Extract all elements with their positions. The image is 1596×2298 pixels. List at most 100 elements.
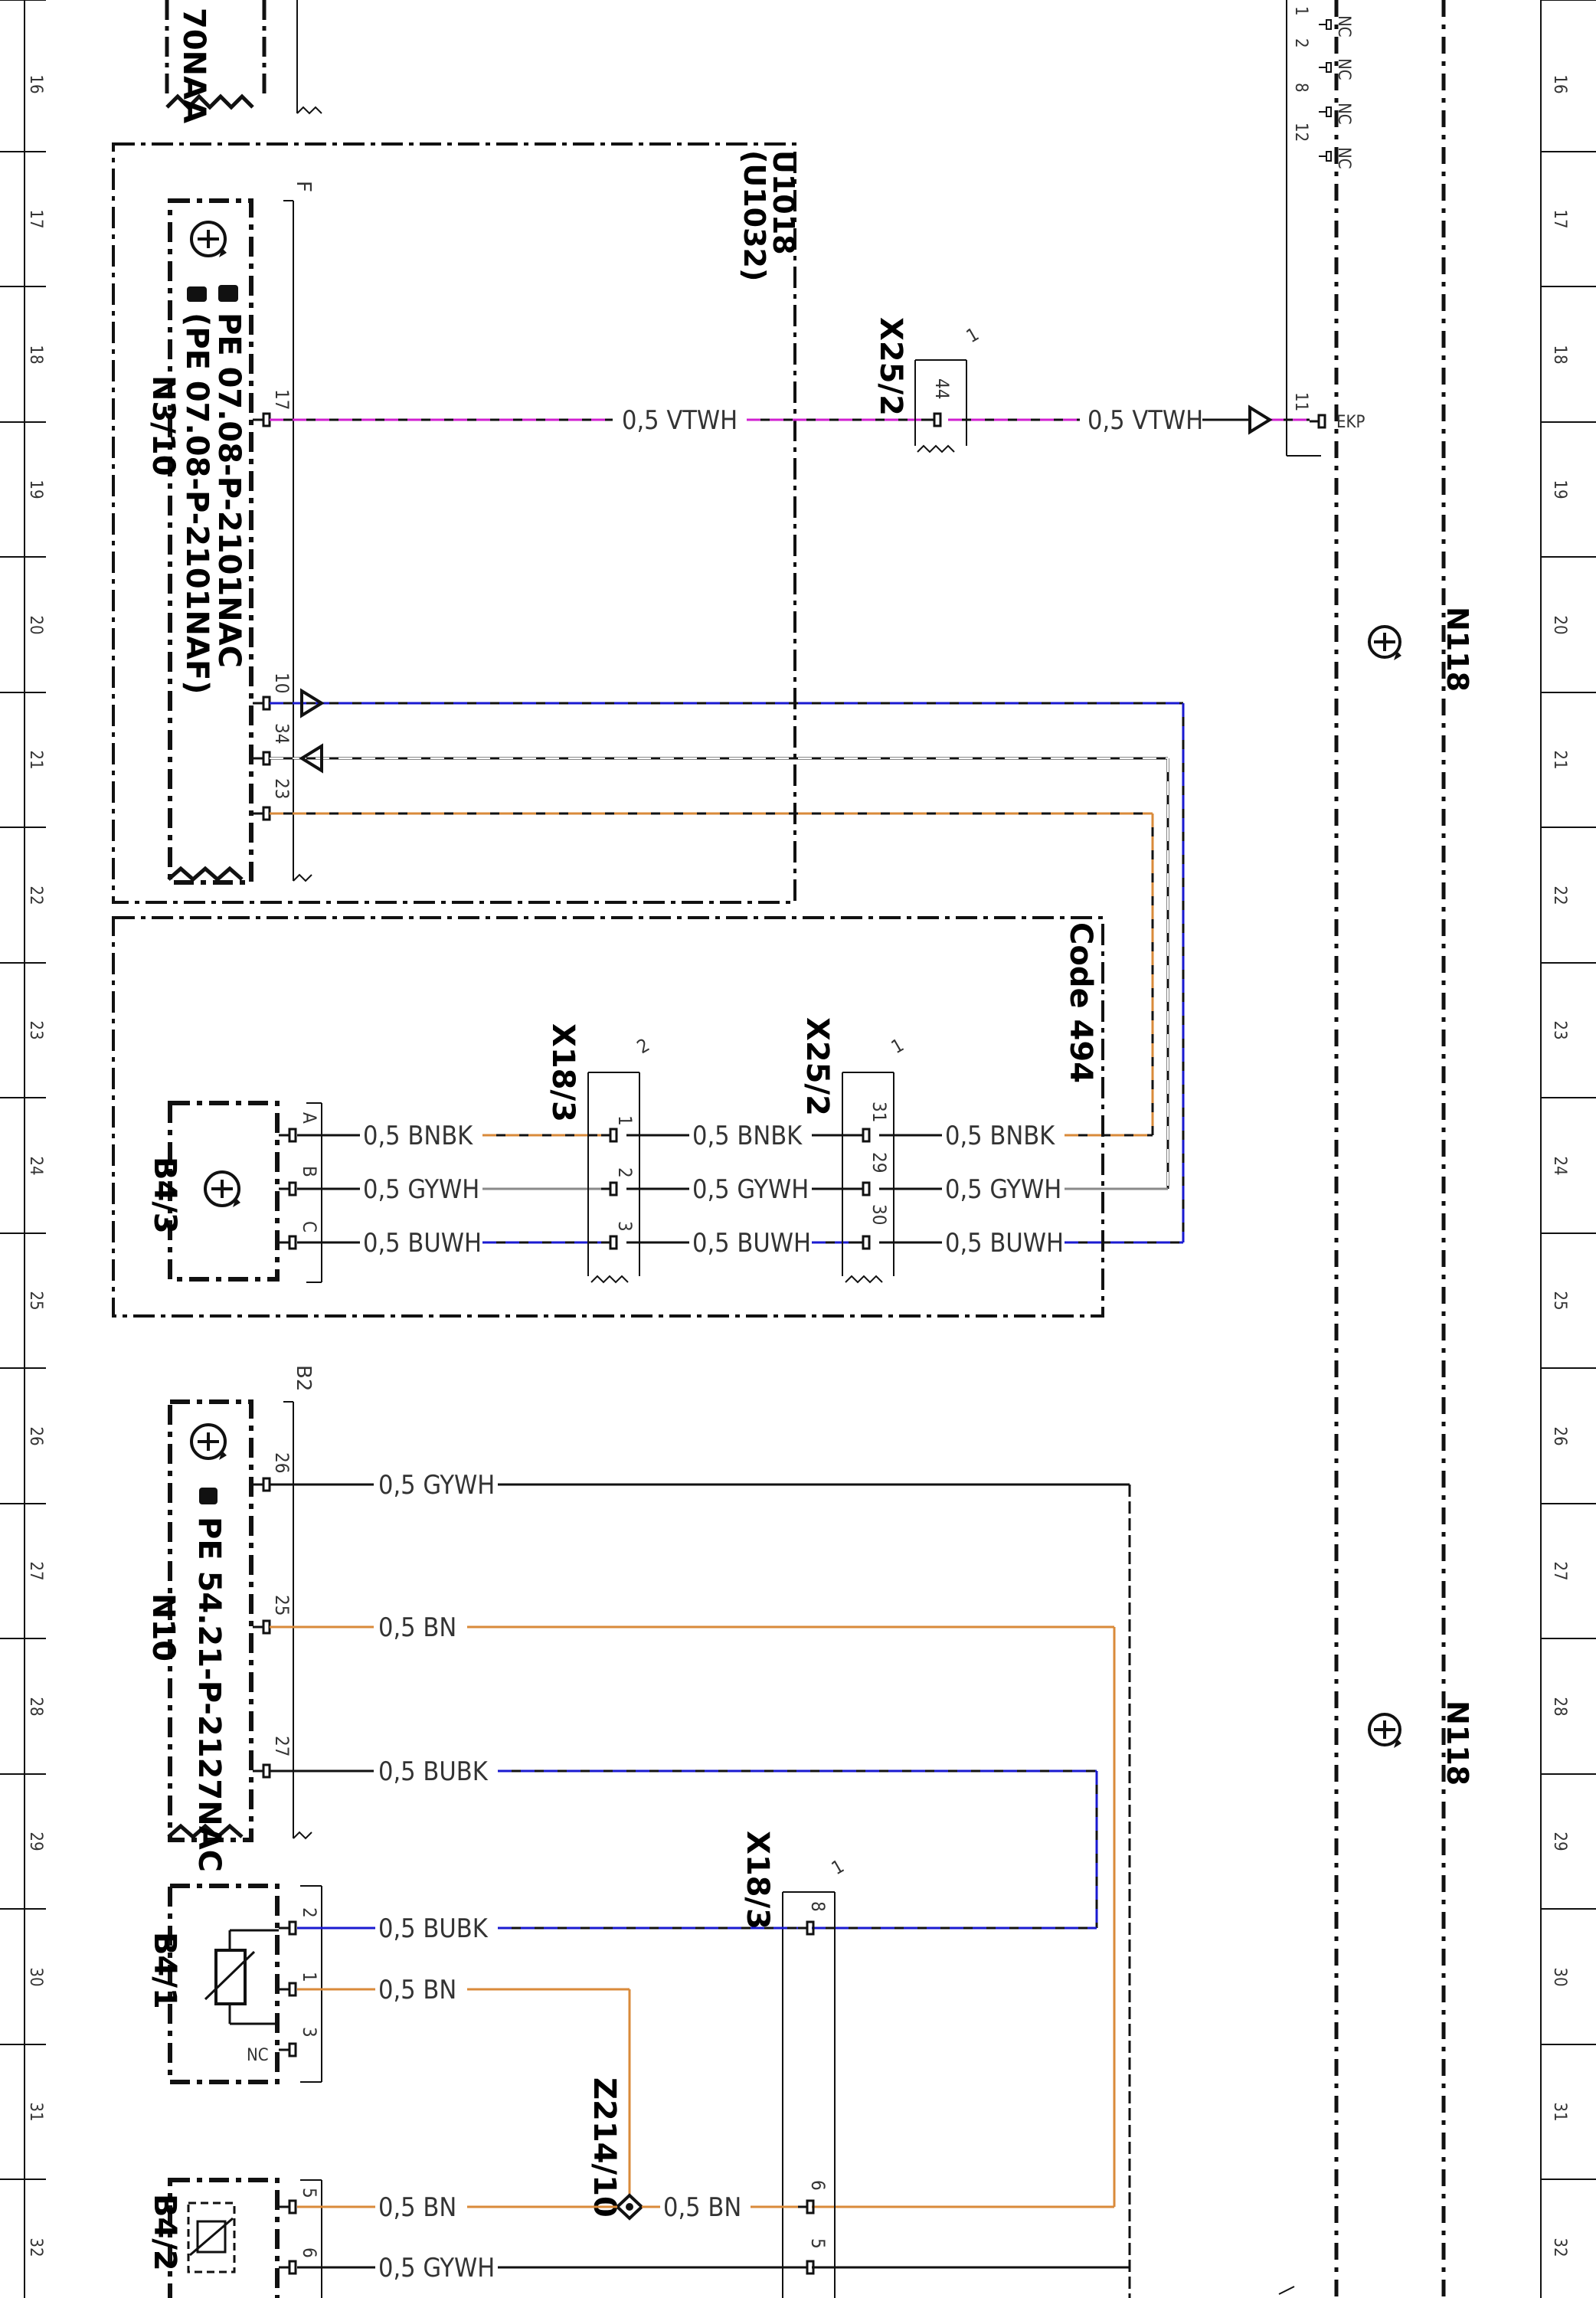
svg-text:11: 11: [1291, 392, 1310, 411]
n118-label-lower: N118: [1441, 1701, 1474, 1786]
wire-label: 0,5 BN: [378, 1612, 456, 1643]
svg-text:31: 31: [868, 1102, 890, 1122]
top-partial-label: 70NAA: [176, 8, 211, 123]
svg-text:1: 1: [888, 1034, 908, 1058]
pointing-hand-icon: [199, 1488, 217, 1504]
right-ruler-number: 29: [1550, 1832, 1569, 1851]
wire-gywh-route: [270, 743, 1169, 1189]
connector-x18-3-upper: 1 2 3 2 X18/3: [545, 1023, 653, 1284]
svg-text:30: 30: [868, 1204, 890, 1225]
left-ruler-number: 18: [26, 345, 45, 364]
right-ruler-number: 18: [1550, 345, 1569, 364]
connector-x25-2-top: 44 1 X25/2: [873, 317, 983, 453]
svg-text:27: 27: [271, 1736, 293, 1756]
svg-text:5: 5: [807, 2238, 829, 2249]
wire-label: 0,5 GYWH: [363, 1174, 479, 1205]
n3-10-pin: 17: [253, 389, 293, 427]
svg-text:2: 2: [633, 1034, 653, 1058]
right-ruler-number: 27: [1550, 1561, 1569, 1580]
svg-text:26: 26: [271, 1452, 293, 1473]
b4-3-name: B4/3: [147, 1157, 182, 1234]
right-ruler-number: 17: [1550, 209, 1569, 228]
b4-1-wires: 0,5 BUBK 0,5 BN: [297, 1913, 798, 2195]
sensor-icon: [204, 1170, 240, 1207]
n10-wires: 0,5 GYWH 0,5 BN 0,5 BUBK: [270, 1470, 1131, 2298]
wire-label: 0,5 GYWH: [378, 2253, 495, 2283]
code-494-boundary: Code 494: [112, 916, 1104, 1318]
right-ruler-number: 24: [1550, 1156, 1569, 1175]
svg-text:3: 3: [299, 2027, 320, 2038]
left-ruler-number: 27: [26, 1561, 45, 1580]
svg-text:34: 34: [271, 723, 293, 744]
svg-text:29: 29: [868, 1152, 890, 1173]
x18-3-lower-label: X18/3: [740, 1831, 775, 1930]
left-ruler-number: 29: [26, 1832, 45, 1851]
svg-text:NC: NC: [1334, 58, 1353, 80]
svg-text:12: 12: [1291, 123, 1310, 142]
left-ruler-number: 32: [26, 2237, 45, 2257]
wire-buwh-route: [270, 688, 1185, 1242]
left-ruler-number: 28: [26, 1697, 45, 1716]
z214-10-label: Z214/10: [587, 2077, 622, 2218]
b4-2-name: B4/2: [147, 2194, 182, 2271]
n118-module: N118 N118 1 NC 2 NC 8 NC: [1278, 0, 1474, 2298]
left-ruler-number: 16: [26, 74, 45, 93]
wire-label: 0,5 BN: [378, 1975, 456, 2005]
svg-text:3: 3: [614, 1221, 636, 1232]
n118-label-upper: N118: [1441, 607, 1474, 692]
svg-text:44: 44: [931, 378, 953, 399]
connector-x25-2-mid: 31 29 30 1 X25/2: [800, 1017, 908, 1284]
sensor-icon: [1368, 625, 1401, 660]
n10-component: B2 PE 54.21-P-2127NAC N10 26 25 27: [146, 1365, 315, 1872]
svg-text:EKP: EKP: [1336, 413, 1365, 432]
svg-text:6: 6: [299, 2247, 320, 2258]
left-ruler-number: 25: [26, 1291, 45, 1310]
n3-10-pin: 10: [253, 673, 293, 711]
n10-name: N10: [146, 1593, 181, 1661]
n118-nc-pin: 1 NC: [1291, 6, 1353, 38]
svg-text:1: 1: [1291, 6, 1310, 16]
sensor-icon: [190, 221, 227, 257]
svg-text:NC: NC: [1334, 147, 1353, 169]
right-ruler-number: 20: [1550, 615, 1569, 634]
b4-1-name: B4/1: [147, 1932, 182, 2009]
n3-10-name: N3/10: [146, 375, 181, 476]
svg-text:1: 1: [299, 1972, 320, 1982]
left-ruler-numbers: 16 17 18 19 20 21 22 23 24 25 26 27 28 2…: [26, 74, 45, 2257]
n3-10-pin: 23: [253, 778, 293, 821]
left-ruler-number: 31: [26, 2102, 45, 2121]
connector-x18-3-lower: 8 6 5 1 X18/3: [740, 1831, 848, 2298]
n10-ref: PE 54.21-P-2127NAC: [191, 1517, 227, 1872]
svg-text:8: 8: [1291, 83, 1310, 93]
b4-3-component: B4/3 A B C: [147, 1101, 322, 1283]
left-ruler-number: 20: [26, 615, 45, 634]
n3-10-ref1: PE 07.08-P-2101NAC: [211, 313, 247, 668]
wire-label: 0,5 GYWH: [378, 1470, 495, 1501]
left-ruler-number: 30: [26, 1967, 45, 1986]
wire-label: 0,5 BN: [663, 2192, 741, 2223]
svg-text:2: 2: [1291, 38, 1310, 48]
u1018-boundary: U1018 (U1032): [112, 142, 800, 904]
n3-10-component: F PE 07.08-P-2101NAC (PE 07.08-P-2101NAF…: [146, 181, 315, 885]
wire-vtwh: 0,5 VTWH 0,5 VTWH: [270, 404, 1310, 436]
left-ruler-number: 24: [26, 1156, 45, 1175]
wire-label: 0,5 VTWH: [622, 405, 737, 436]
right-ruler-number: 23: [1550, 1020, 1569, 1039]
x18-3-upper-label: X18/3: [545, 1023, 581, 1122]
wire-label: 0,5 BNBK: [692, 1121, 803, 1151]
left-ruler-number: 17: [26, 209, 45, 228]
wire-label: 0,5 GYWH: [692, 1174, 809, 1205]
wire-label: 0,5 BNBK: [945, 1121, 1055, 1151]
x25-2-mid-label: X25/2: [800, 1017, 835, 1116]
sensor-icon: [1368, 1713, 1401, 1748]
n118-nc-pin: 8 NC: [1291, 83, 1353, 125]
right-ruler-number: 19: [1550, 480, 1569, 499]
svg-text:6: 6: [807, 2180, 829, 2191]
n3-10-ref2: (PE 07.08-P-2101NAF): [179, 313, 214, 695]
n3-10-pin: 34: [253, 723, 293, 766]
variable-resistor-icon: [189, 2217, 234, 2257]
wire-label: 0,5 GYWH: [945, 1174, 1061, 1205]
right-ruler-number: 22: [1550, 885, 1569, 905]
wire-label: 0,5 BUBK: [378, 1913, 489, 1944]
svg-text:25: 25: [271, 1595, 293, 1615]
